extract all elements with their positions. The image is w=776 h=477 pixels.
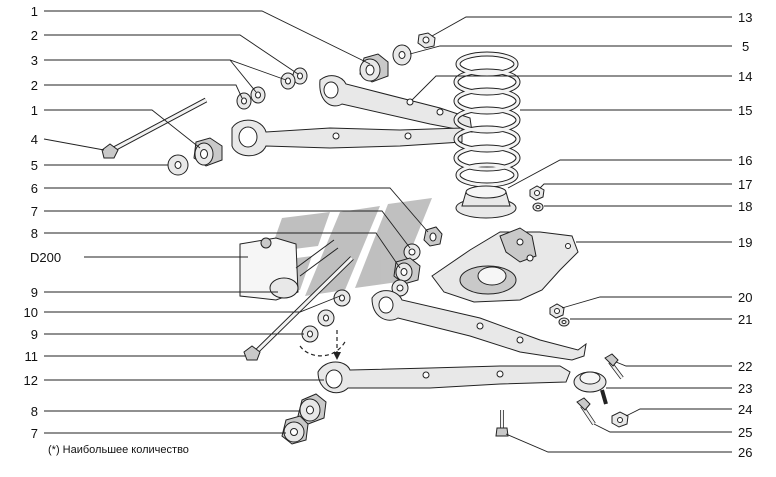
- bolt-11: [243, 256, 354, 361]
- bolt-25: [576, 397, 596, 426]
- right-labels: 13 5 14 15 16 17 18 19 20 21 22 23 24 25…: [738, 10, 752, 460]
- label-12: 12: [24, 373, 38, 388]
- label-1-b: 1: [31, 103, 38, 118]
- label-9-b: 9: [31, 327, 38, 342]
- bolt-22: [604, 353, 624, 380]
- label-2-b: 2: [31, 78, 38, 93]
- label-11: 11: [25, 349, 39, 364]
- washer-5-top: [392, 44, 412, 66]
- upper-arm-14: [319, 75, 473, 133]
- component-d200: [239, 237, 339, 301]
- footnote: (*) Наибольшее количество: [48, 444, 189, 456]
- label-25: 25: [738, 425, 752, 440]
- washer-18: [532, 202, 544, 212]
- bushings-7-8-center: [391, 243, 421, 297]
- label-13: 13: [738, 10, 752, 25]
- lower-arm-12: [317, 361, 571, 394]
- spring-seat-16: [455, 185, 517, 219]
- label-8-b: 8: [31, 404, 38, 419]
- label-24: 24: [738, 402, 752, 417]
- bolt-4: [101, 97, 208, 159]
- bolt-26: [495, 410, 509, 437]
- bushing-1-top: [359, 53, 389, 83]
- label-14: 14: [738, 69, 752, 84]
- label-5-right: 5: [742, 39, 749, 54]
- washers-2-3-top: [236, 67, 308, 110]
- label-15: 15: [738, 103, 752, 118]
- ball-joint-23: [573, 371, 608, 405]
- label-7-b: 7: [31, 426, 38, 441]
- label-20: 20: [738, 290, 752, 305]
- label-2-a: 2: [31, 28, 38, 43]
- spring-bracket-19: [431, 227, 579, 303]
- label-8-a: 8: [31, 226, 38, 241]
- label-5: 5: [31, 158, 38, 173]
- label-22: 22: [738, 359, 752, 374]
- dashed-arrows: [299, 330, 347, 360]
- upper-arm-mid: [371, 290, 587, 361]
- label-3: 3: [31, 53, 38, 68]
- label-16: 16: [738, 153, 752, 168]
- nut-20: [549, 303, 565, 319]
- label-26: 26: [738, 445, 752, 460]
- label-d200: D200: [30, 250, 61, 265]
- bushing-1-left: [193, 137, 223, 167]
- washers-9-10: [301, 289, 351, 343]
- label-7-a: 7: [31, 204, 38, 219]
- label-4: 4: [31, 132, 38, 147]
- nut-13: [417, 32, 436, 49]
- label-21: 21: [738, 312, 752, 327]
- label-10: 10: [24, 305, 38, 320]
- bushing-6: [423, 226, 443, 247]
- nut-24: [611, 411, 629, 428]
- nut-17: [529, 185, 545, 201]
- label-18: 18: [738, 199, 752, 214]
- washer-21: [558, 317, 570, 327]
- coil-spring-15: [453, 51, 521, 188]
- label-1-a: 1: [31, 4, 38, 19]
- label-6: 6: [31, 181, 38, 196]
- label-19: 19: [738, 235, 752, 250]
- bushings-8-7-bottom: [281, 393, 327, 445]
- label-9-a: 9: [31, 285, 38, 300]
- left-labels: 1 2 3 2 1 4 5 6 7 8 D200 9 10 9 11 12 8 …: [24, 4, 62, 441]
- washer-5-left: [167, 154, 189, 176]
- label-17: 17: [738, 177, 752, 192]
- label-23: 23: [738, 381, 752, 396]
- lower-arm-upper-pair: [231, 119, 463, 157]
- leader-lines: [43, 10, 732, 453]
